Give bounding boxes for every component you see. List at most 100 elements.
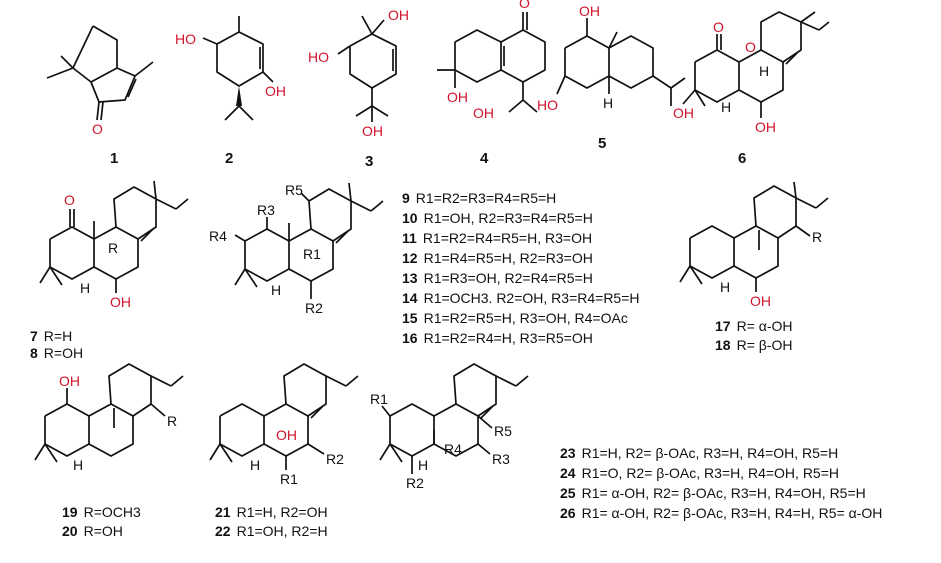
- hydroxyl-label: OH: [473, 105, 494, 121]
- r-label: R4: [209, 228, 227, 244]
- hydroxyl-label: OH: [673, 105, 694, 121]
- r-label: R: [167, 413, 177, 429]
- hydroxyl-label: OH: [579, 3, 600, 19]
- compound-number-18: 18: [715, 337, 731, 353]
- compound-number-5: 5: [598, 135, 607, 152]
- structure-2: HO OH: [175, 16, 286, 121]
- structure-9-16: R5 R3 R4 R1 H R2: [209, 182, 384, 316]
- structure-6: O O H H OH: [682, 11, 830, 135]
- r-label: R5: [285, 182, 303, 198]
- hydroxyl-label: HO: [175, 31, 196, 47]
- r-label: R4: [444, 441, 462, 457]
- hydrogen-label: H: [759, 63, 769, 79]
- legend-21: 21 R1=H, R2=OH: [215, 504, 328, 520]
- legend-text: R1=H, R2=OH: [236, 504, 328, 520]
- legend-8: 8 R=OH: [30, 345, 83, 361]
- hydroxyl-label: OH: [447, 89, 468, 105]
- hydroxyl-label: OH: [276, 427, 297, 443]
- compound-number-8: 8: [30, 345, 38, 361]
- compound-number-7: 7: [30, 328, 38, 344]
- legend-text: R=OH: [43, 345, 84, 361]
- hydroxyl-label: OH: [59, 373, 80, 389]
- hydroxyl-label: OH: [388, 7, 409, 23]
- r-label: R2: [305, 300, 323, 316]
- r-label: R5: [494, 423, 512, 439]
- legend-22: 22 R1=OH, R2=H: [215, 523, 328, 539]
- compound-number-4: 4: [480, 150, 489, 167]
- structure-17-18: R H OH: [679, 181, 829, 309]
- compound-number-2: 2: [225, 150, 234, 167]
- oxygen-label: O: [745, 39, 756, 55]
- hydroxyl-label: HO: [308, 49, 329, 65]
- hydrogen-label: H: [720, 279, 730, 295]
- oxygen-label: O: [64, 192, 75, 208]
- oxygen-label: O: [519, 0, 530, 11]
- legend-18: 18 R= β-OH: [715, 337, 792, 353]
- hydrogen-label: H: [73, 457, 83, 473]
- r-label: R2: [326, 451, 344, 467]
- legend-text: R= β-OH: [736, 337, 793, 353]
- hydrogen-label: H: [80, 280, 90, 296]
- r-label: R3: [492, 451, 510, 467]
- compound-number-19: 19: [62, 504, 78, 520]
- hydrogen-label: H: [418, 457, 428, 473]
- compound-number-21: 21: [215, 504, 231, 520]
- legend-7: 7 R=H: [30, 328, 72, 344]
- structure-19-20: OH R H: [34, 363, 184, 473]
- legend-20: 20 R=OH: [62, 523, 123, 539]
- hydroxyl-label: OH: [750, 293, 771, 309]
- compound-number-20: 20: [62, 523, 78, 539]
- oxygen-label: O: [713, 19, 724, 35]
- structure-7-8: O R H OH: [39, 180, 189, 310]
- legend-text: R=OH: [83, 523, 123, 539]
- hydroxyl-label: OH: [362, 123, 383, 139]
- r-label: R2: [406, 475, 424, 491]
- hydroxyl-label: OH: [755, 119, 776, 135]
- hydrogen-label: H: [721, 99, 731, 115]
- structure-4: O OH OH: [437, 0, 546, 121]
- legend-19: 19 R=OCH3: [62, 504, 141, 520]
- legend-17: 17 R= α-OH: [715, 318, 793, 334]
- hydroxyl-label: HO: [537, 97, 558, 113]
- compound-number-3: 3: [365, 153, 374, 170]
- structure-3: OH HO OH: [308, 7, 409, 139]
- r-label: R1: [303, 246, 321, 262]
- legend-text: R1=OH, R2=H: [236, 523, 328, 539]
- hydroxyl-label: OH: [265, 83, 286, 99]
- structure-5: OH H HO OH: [537, 3, 694, 121]
- legend-text: R= α-OH: [736, 318, 793, 334]
- structure-23-26: R1 R5 R4 R3 H R2: [370, 363, 529, 491]
- legend-text: R=H: [43, 328, 73, 344]
- legend-text: R=OCH3: [83, 504, 141, 520]
- compound-number-17: 17: [715, 318, 731, 334]
- r-label: R3: [257, 202, 275, 218]
- r-label: R: [812, 229, 822, 245]
- hydrogen-label: H: [603, 95, 613, 111]
- r-label: R: [108, 240, 118, 256]
- compound-number-1: 1: [110, 150, 119, 167]
- hydrogen-label: H: [250, 457, 260, 473]
- compound-number-6: 6: [738, 150, 747, 167]
- hydroxyl-label: OH: [110, 294, 131, 310]
- compound-number-22: 22: [215, 523, 231, 539]
- hydrogen-label: H: [271, 282, 281, 298]
- structure-1: O: [46, 25, 154, 137]
- r-label: R1: [280, 471, 298, 487]
- structure-21-22: OH H R2 R1: [209, 363, 359, 487]
- r-label: R1: [370, 391, 388, 407]
